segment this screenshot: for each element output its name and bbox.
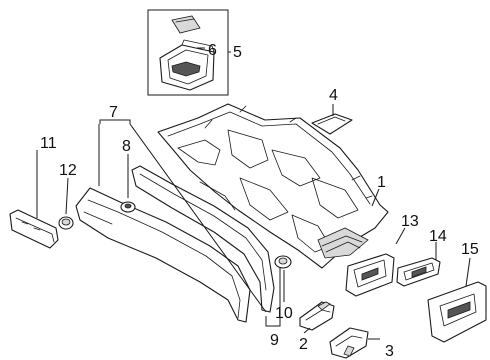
part-11-bracket (9, 209, 59, 249)
part-2-bracket (299, 301, 335, 331)
callout-14: 14 (429, 228, 447, 245)
part-8-clip (120, 201, 136, 213)
callout-9: 9 (270, 332, 279, 349)
part-15-panel (427, 281, 487, 343)
part-13-bezel (345, 253, 395, 297)
leader-1 (371, 188, 380, 207)
callout-8: 8 (122, 138, 131, 155)
part-9-right-trim (131, 165, 275, 313)
part-10-grommet (274, 255, 292, 269)
callout-4: 4 (329, 87, 338, 104)
part-7-left-trim (75, 187, 251, 323)
callout-3: 3 (385, 343, 394, 360)
callout-13: 13 (401, 213, 419, 230)
leader-9 (265, 260, 281, 327)
leader-2 (303, 327, 311, 334)
callout-11: 11 (40, 135, 57, 152)
part-4-panel (311, 113, 353, 135)
callout-12: 12 (59, 162, 77, 179)
callout-6: 6 (208, 42, 217, 59)
leader-7b (99, 119, 267, 313)
leader-13 (395, 227, 406, 245)
leader-15 (465, 257, 471, 287)
leader-12 (65, 177, 69, 215)
callout-2: 2 (299, 336, 308, 353)
callout-7: 7 (109, 104, 118, 121)
callout-10: 10 (275, 305, 293, 322)
callout-15: 15 (461, 241, 479, 258)
part-6-cover (171, 15, 201, 34)
part-3-bracket (329, 327, 369, 359)
part-14-bezel (396, 257, 441, 287)
part-12-knob (58, 216, 74, 230)
callout-5: 5 (233, 44, 242, 61)
callout-1: 1 (377, 174, 386, 191)
part-5-cupholder-insert (159, 39, 215, 91)
part-1-console-frame (157, 103, 389, 269)
